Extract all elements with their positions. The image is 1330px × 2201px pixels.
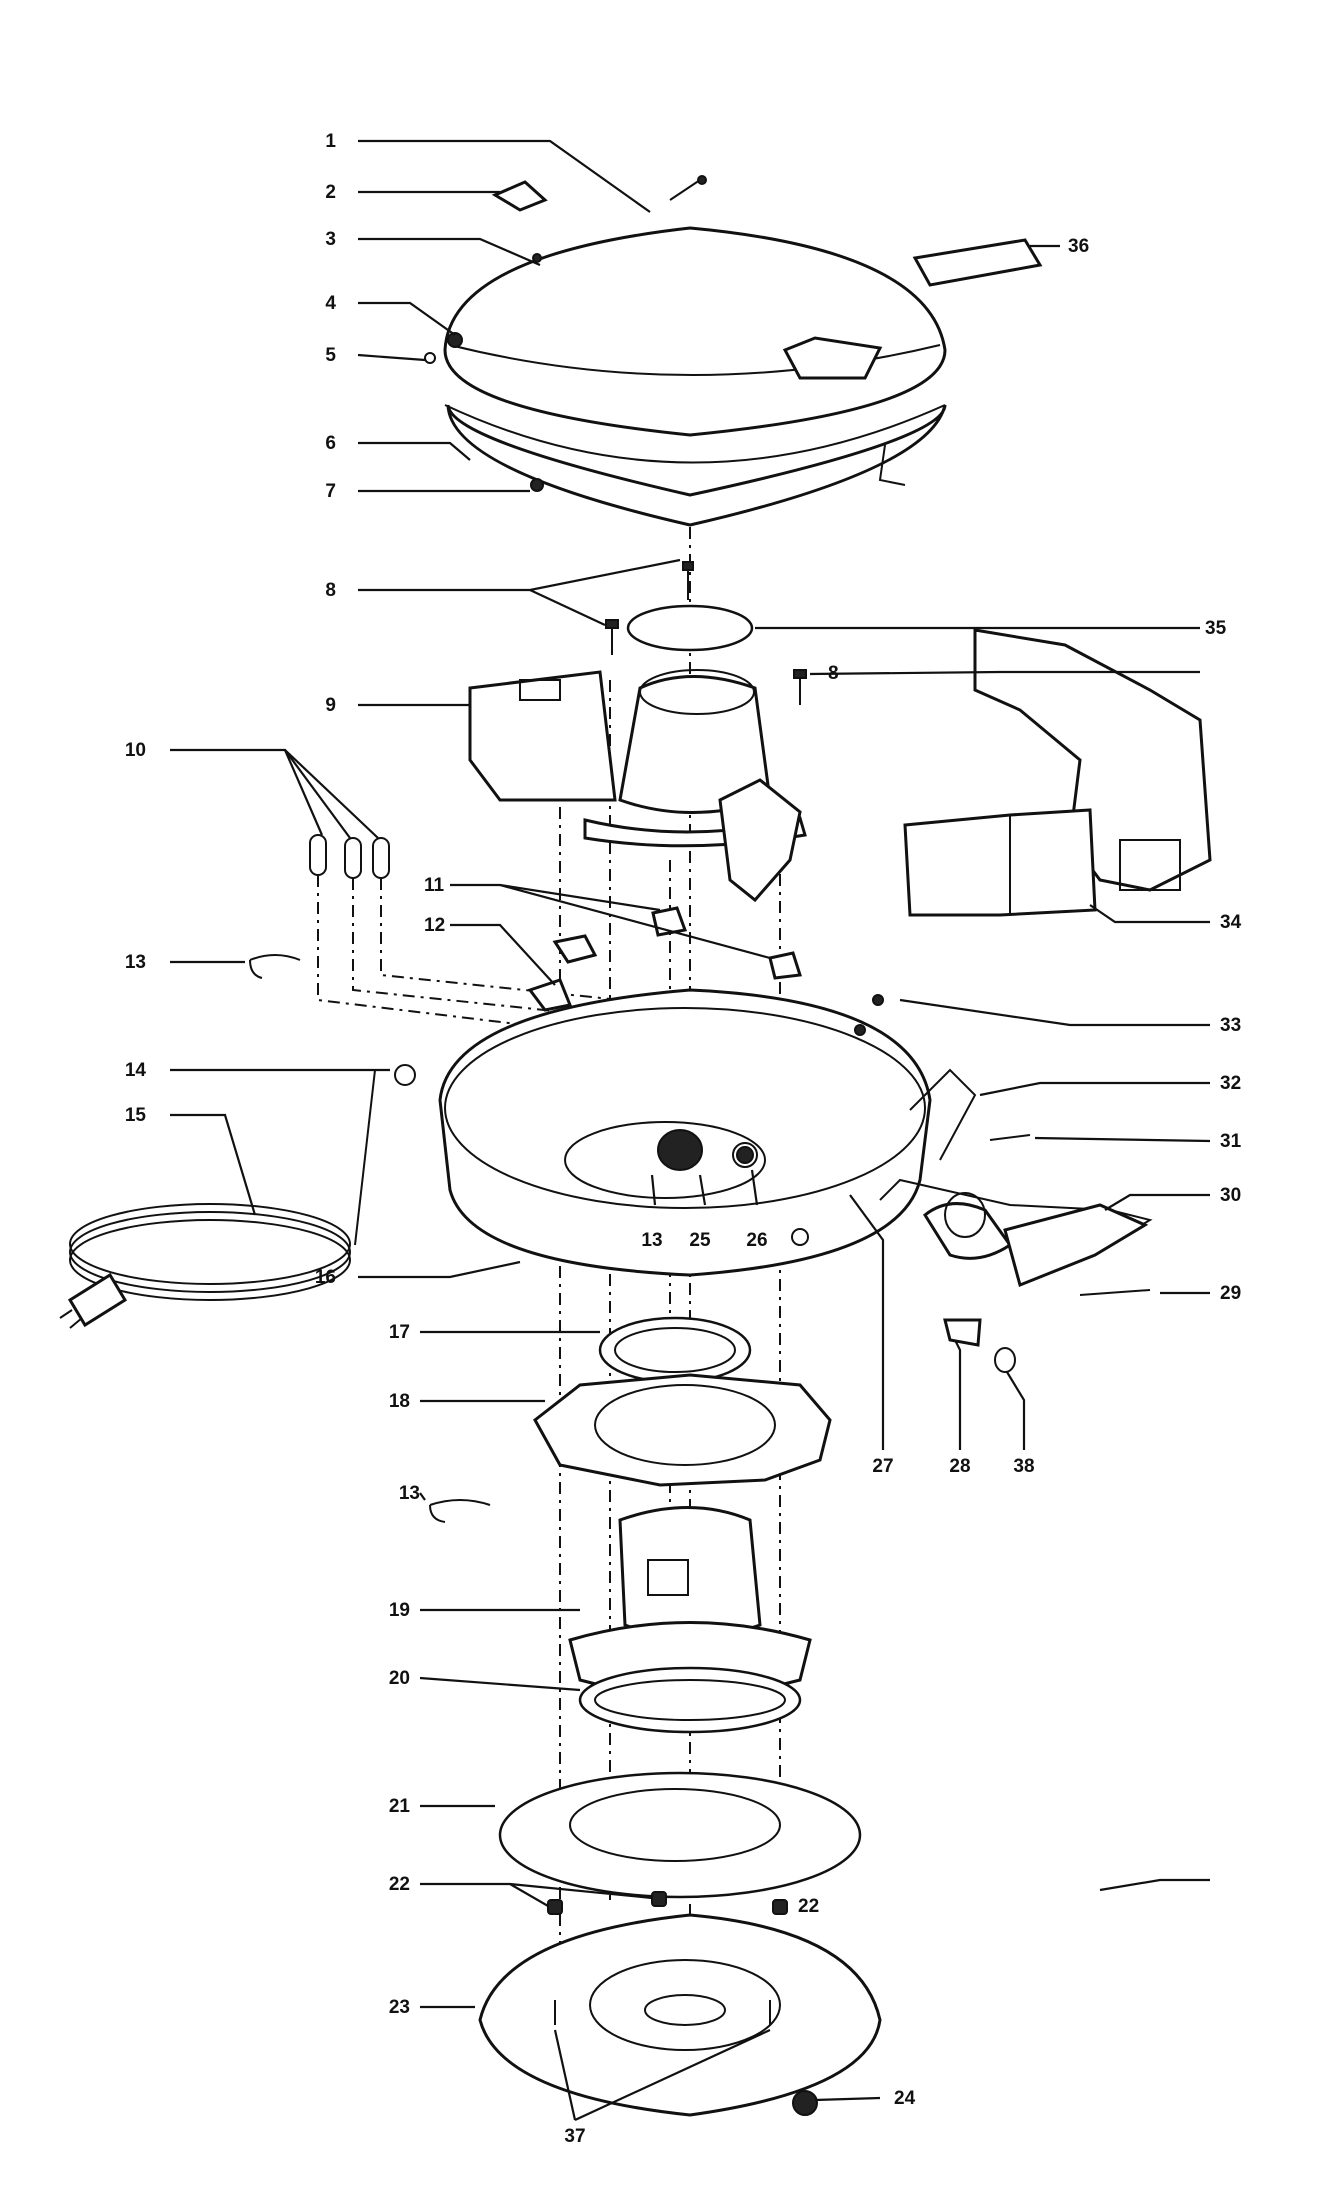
part-label-22-right: 22 bbox=[798, 1896, 819, 1917]
lid-small-parts bbox=[491, 175, 1043, 287]
part-label-13-tank: 13 bbox=[641, 1230, 662, 1251]
part-label-9: 9 bbox=[325, 695, 336, 716]
part-label-35: 35 bbox=[1205, 618, 1227, 639]
part-label-28: 28 bbox=[949, 1456, 970, 1477]
part-label-20: 20 bbox=[389, 1668, 410, 1689]
part-label-14: 14 bbox=[125, 1060, 147, 1081]
part-label-2: 2 bbox=[325, 182, 336, 203]
lid-assembly bbox=[424, 226, 947, 527]
part-label-12: 12 bbox=[424, 915, 445, 936]
motor bbox=[429, 1499, 812, 1734]
part-label-33: 33 bbox=[1220, 1015, 1241, 1036]
part-label-1: 1 bbox=[325, 131, 336, 152]
part-label-27: 27 bbox=[872, 1456, 893, 1477]
part-label-22-left: 22 bbox=[389, 1874, 410, 1895]
part-label-11: 11 bbox=[424, 875, 445, 896]
gasket-and-baffle bbox=[533, 1316, 832, 1487]
part-label-17: 17 bbox=[389, 1322, 410, 1343]
part-label-30: 30 bbox=[1220, 1185, 1241, 1206]
part-label-15: 15 bbox=[125, 1105, 147, 1126]
part-label-8-left: 8 bbox=[325, 580, 336, 601]
motor-hood bbox=[468, 669, 807, 903]
base-dolly bbox=[478, 1891, 882, 2117]
part-label-31: 31 bbox=[1220, 1131, 1242, 1152]
part-label-5: 5 bbox=[325, 345, 336, 366]
leader-lines bbox=[170, 139, 1211, 2121]
part-label-8-right: 8 bbox=[828, 663, 839, 684]
part-label-29: 29 bbox=[1220, 1283, 1241, 1304]
part-label-23: 23 bbox=[389, 1997, 410, 2018]
part-label-4: 4 bbox=[325, 293, 336, 314]
part-label-16: 16 bbox=[315, 1267, 336, 1288]
tank bbox=[438, 988, 1153, 1288]
filter-and-screws bbox=[605, 561, 807, 705]
part-label-3: 3 bbox=[325, 229, 336, 250]
part-label-10: 10 bbox=[125, 740, 146, 761]
wiring-parts bbox=[249, 834, 802, 1041]
filter-bag bbox=[903, 628, 1212, 917]
part-label-26: 26 bbox=[746, 1230, 767, 1251]
part-label-34: 34 bbox=[1220, 912, 1242, 933]
part-label-13-lower: 13 bbox=[399, 1483, 420, 1504]
part-label-13-upper: 13 bbox=[125, 952, 146, 973]
part-label-24: 24 bbox=[894, 2088, 916, 2109]
part-label-25: 25 bbox=[689, 1230, 711, 1251]
part-number-labels: 1 2 3 4 5 6 7 8 8 9 10 11 12 13 13 13 14… bbox=[125, 131, 1242, 2147]
part-label-36: 36 bbox=[1068, 236, 1089, 257]
part-label-6: 6 bbox=[325, 433, 336, 454]
power-cord bbox=[59, 1064, 416, 1329]
part-label-21: 21 bbox=[389, 1796, 411, 1817]
part-label-18: 18 bbox=[389, 1391, 410, 1412]
side-small-parts bbox=[732, 994, 1151, 1373]
part-label-38: 38 bbox=[1013, 1456, 1034, 1477]
part-label-7: 7 bbox=[325, 481, 336, 502]
part-label-19: 19 bbox=[389, 1600, 410, 1621]
part-label-37: 37 bbox=[564, 2126, 585, 2147]
foam-filter-ring bbox=[498, 1771, 862, 1899]
part-label-32: 32 bbox=[1220, 1073, 1241, 1094]
